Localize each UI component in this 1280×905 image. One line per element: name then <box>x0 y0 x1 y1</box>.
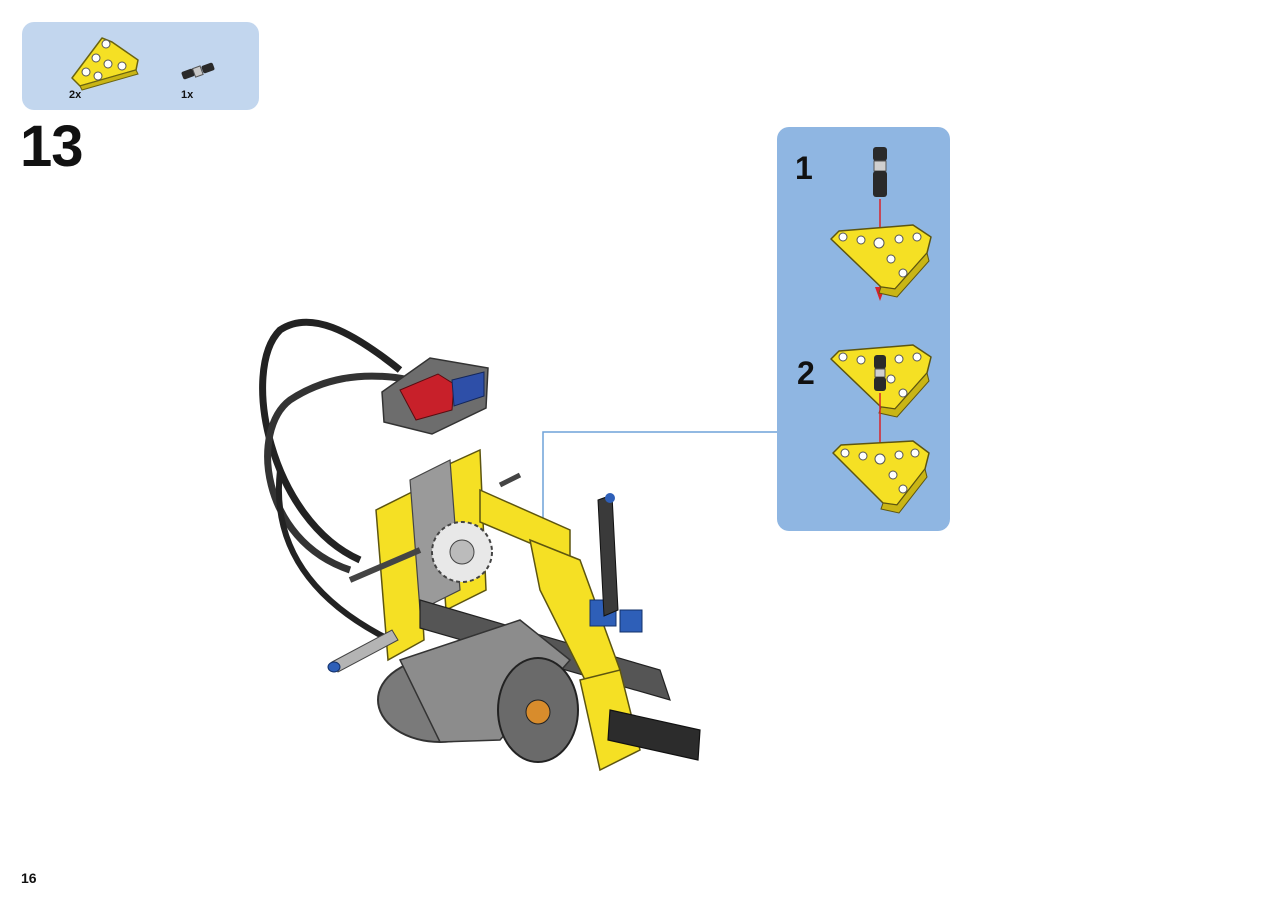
page-number: 16 <box>21 870 37 886</box>
sub-assembly-box: 1 2 <box>777 127 950 531</box>
parts-list-box: 2x 1x <box>22 22 259 110</box>
part-quantity-1: 2x <box>69 89 82 101</box>
robot-assembly-illustration <box>259 318 701 772</box>
sub-step-1-number: 1 <box>795 150 813 186</box>
step-number: 13 <box>20 114 84 179</box>
sub-step-2-number: 2 <box>797 355 815 391</box>
yellow-triangle-beam-icon <box>71 37 139 91</box>
part-quantity-2: 1x <box>181 89 194 101</box>
black-connector-pin-icon <box>181 62 215 80</box>
black-connector-pin-icon <box>874 355 886 391</box>
yellow-triangle-beam-icon <box>832 440 930 514</box>
black-connector-pin-icon <box>873 147 887 197</box>
yellow-triangle-beam-icon <box>830 224 932 298</box>
sub-assembly-illustration <box>830 147 932 514</box>
